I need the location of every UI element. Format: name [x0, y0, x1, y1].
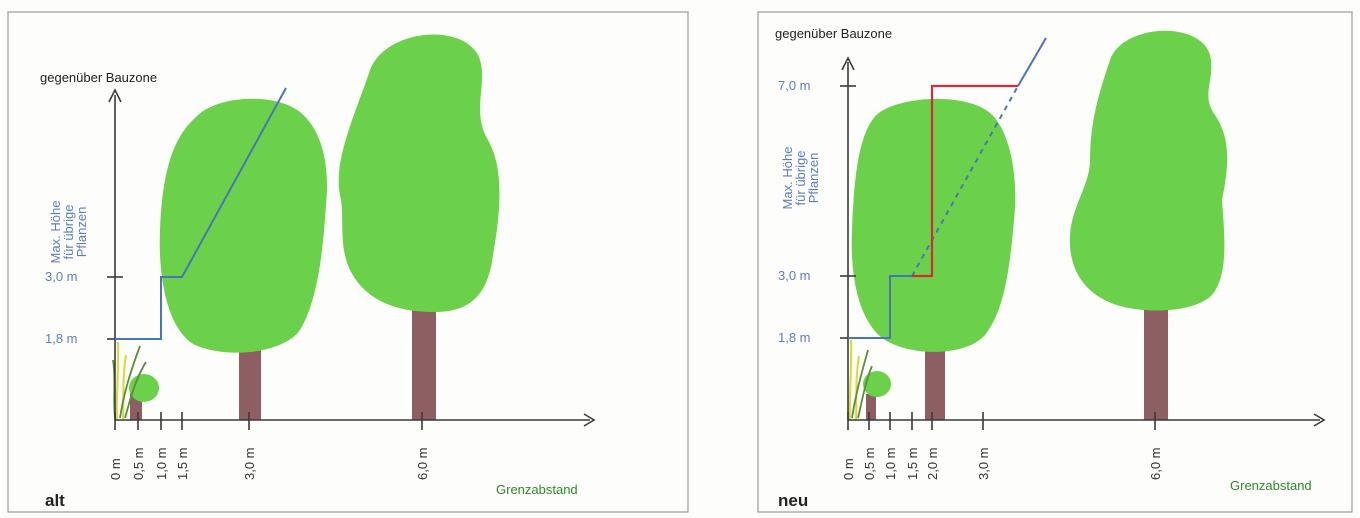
x-tick-label-2-0-neu: 2,0 m [925, 447, 940, 480]
panel-alt: gegenüber Bauzone 1,8 m 3,0 m Max. Höhe … [7, 11, 689, 513]
x-tick-label-1-0-alt: 1,0 m [154, 447, 169, 480]
y-axis-label-neu-line-1: Max. Höhe [780, 147, 795, 210]
tree-2m-canopy [851, 98, 1016, 352]
tree-6m-trunk [412, 300, 436, 420]
tree-3m-trunk [239, 340, 261, 420]
y-axis-label-line-1: Max. Höhe [48, 201, 63, 264]
x-tick-label-1-5-neu: 1,5 m [905, 447, 920, 480]
tree-6m [338, 34, 500, 420]
tree-3m [159, 98, 327, 420]
tree-6m-neu-trunk [1144, 300, 1168, 420]
y-axis-label-neu: Max. Höhe für übrige Pflanzen [780, 147, 821, 210]
panel-neu-frame [757, 11, 1353, 513]
x-tick-label-0-5-alt: 0,5 m [131, 447, 146, 480]
x-axis-arrow-alt [583, 413, 596, 427]
y-axis-label-line-2: für übrige [61, 205, 76, 260]
panel-name-neu: neu [778, 491, 808, 510]
y-axis-label-neu-line-3: Pflanzen [806, 153, 821, 204]
y-axis-label-neu-line-2: für übrige [793, 151, 808, 206]
x-tick-label-1-0-neu: 1,0 m [883, 447, 898, 480]
x-axis-name-alt: Grenzabstand [496, 482, 578, 497]
y-axis-arrow-neu [841, 56, 855, 71]
bush-neu-trunk [866, 394, 876, 420]
x-tick-label-0-neu: 0 m [841, 458, 856, 480]
max-height-line-new [912, 84, 1018, 278]
height-label-7-0-neu: 7,0 m [778, 78, 811, 93]
grass-alt [112, 341, 147, 421]
y-axis-label-line-3: Pflanzen [74, 207, 89, 258]
tree-6m-neu-canopy [1069, 30, 1228, 311]
tree-6m-canopy [338, 34, 500, 313]
panel-name-alt: alt [45, 491, 65, 510]
small-bush-alt [129, 374, 159, 420]
top-note-alt: gegenüber Bauzone [40, 70, 157, 85]
x-tick-label-0-alt: 0 m [108, 458, 123, 480]
tree-2m-trunk [925, 340, 945, 420]
panel-alt-frame [7, 11, 689, 513]
grass-neu [848, 339, 873, 421]
x-tick-label-3-0-alt: 3,0 m [242, 447, 257, 480]
panel-neu: gegenüber Bauzone 1,8 m 3,0 m 7,0 m Max.… [757, 11, 1353, 513]
bush-neu-canopy [863, 371, 891, 397]
height-label-3-0-neu: 3,0 m [778, 268, 811, 283]
max-height-line-alt [115, 87, 287, 340]
height-label-1-8-alt: 1,8 m [45, 331, 78, 346]
x-tick-label-1-5-alt: 1,5 m [175, 447, 190, 480]
small-bush-neu [863, 371, 891, 420]
tree-2m [851, 98, 1016, 420]
top-note-neu: gegenüber Bauzone [775, 26, 892, 41]
height-label-3-0-alt: 3,0 m [45, 269, 78, 284]
height-label-1-8-neu: 1,8 m [778, 330, 811, 345]
max-height-line-old-dashed [911, 85, 1019, 277]
y-axis-label-alt: Max. Höhe für übrige Pflanzen [48, 201, 89, 264]
max-height-line-old-neu [848, 275, 912, 339]
tree-6m-neu [1069, 30, 1228, 420]
max-height-line-old-upper [1017, 37, 1047, 87]
x-axis-arrow-neu [1313, 413, 1326, 427]
y-axis-arrow-alt [108, 88, 122, 103]
x-tick-label-6-0-neu: 6,0 m [1148, 447, 1163, 480]
x-tick-label-0-5-neu: 0,5 m [862, 447, 877, 480]
x-tick-label-3-0-neu: 3,0 m [976, 447, 991, 480]
tree-3m-canopy [159, 98, 327, 353]
x-tick-label-6-0-alt: 6,0 m [415, 447, 430, 480]
x-axis-name-neu: Grenzabstand [1230, 478, 1312, 493]
